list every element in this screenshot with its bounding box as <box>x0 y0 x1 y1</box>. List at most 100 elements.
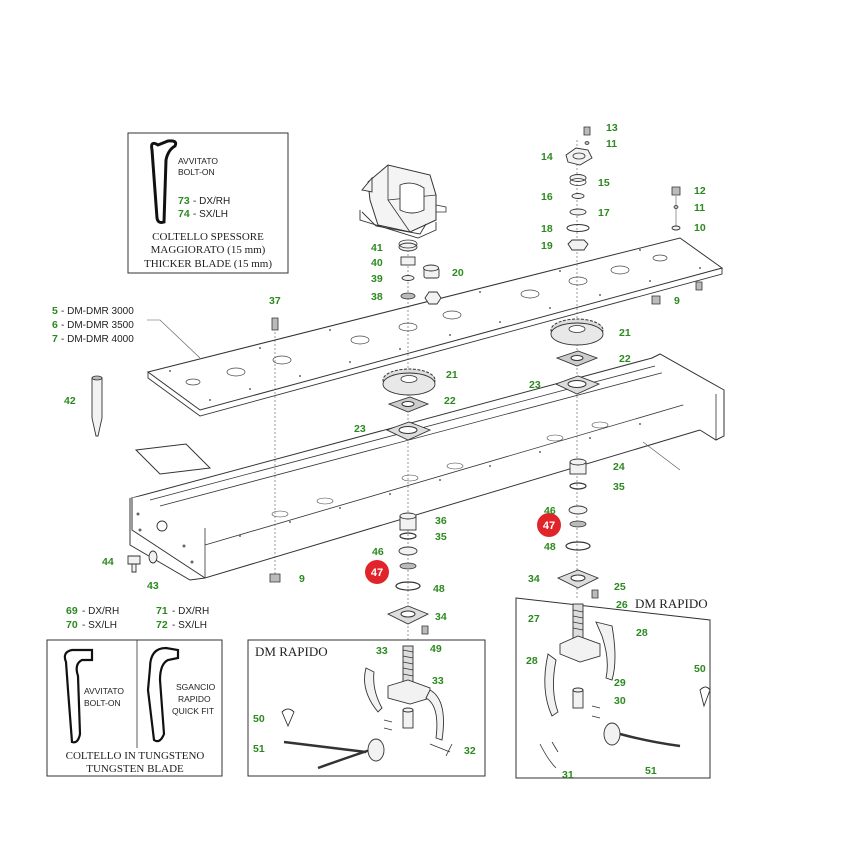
callout-26: 26 <box>616 599 628 611</box>
callout-50-right: 50 <box>694 663 706 675</box>
dm-rapido-left-title: DM RAPIDO <box>255 644 328 659</box>
model-5-text: - DM-DMR 3000 <box>61 306 134 317</box>
callout-48-right: 48 <box>544 541 556 553</box>
dm-rapido-right-box <box>515 597 711 779</box>
tung-code-71: 71 <box>156 605 168 617</box>
callout-34-left: 34 <box>435 611 447 623</box>
callout-44: 44 <box>102 556 114 568</box>
highlight-47-left: 47 <box>365 560 389 584</box>
callout-21-right: 21 <box>619 327 631 339</box>
callout-51-left: 51 <box>253 743 265 755</box>
callout-46-left: 46 <box>372 546 384 558</box>
thick-code-74-text: - SX/LH <box>193 209 228 220</box>
callout-39: 39 <box>371 273 383 285</box>
callout-32: 32 <box>464 745 476 757</box>
callout-29: 29 <box>614 677 626 689</box>
callout-19: 19 <box>541 240 553 252</box>
callout-49: 49 <box>430 643 442 655</box>
tung-code-69: 69 <box>66 605 78 617</box>
right-bearing-stack <box>565 126 703 305</box>
callout-28-left: 28 <box>526 655 538 667</box>
callout-18: 18 <box>541 223 553 235</box>
callout-35-right: 35 <box>613 481 625 493</box>
gearbox <box>359 164 447 239</box>
callout-21-left: 21 <box>446 369 458 381</box>
callout-34-right: 34 <box>528 573 540 585</box>
thick-bolton: BOLT-ON <box>178 167 215 177</box>
callout-12: 12 <box>694 185 706 197</box>
model-6-text: - DM-DMR 3500 <box>61 320 134 331</box>
thicker-blade-box: AVVITATO BOLT-ON 73 - DX/RH 74 - SX/LH C… <box>127 132 289 274</box>
tung-avvitato: AVVITATO <box>84 686 124 696</box>
callout-9-bottom: 9 <box>299 573 305 585</box>
callout-15: 15 <box>598 177 610 189</box>
callout-10: 10 <box>694 222 706 234</box>
highlight-47-right-label: 47 <box>543 520 555 532</box>
callout-23-left: 23 <box>354 423 366 435</box>
callout-20: 20 <box>452 267 464 279</box>
callout-37: 37 <box>269 295 281 307</box>
callout-16: 16 <box>541 191 553 203</box>
callout-14: 14 <box>541 151 553 163</box>
left-lower-stack <box>386 512 430 635</box>
thick-title-2: MAGGIORATO (15 mm) <box>151 244 266 256</box>
model-7-num: 7 <box>52 333 58 345</box>
tung-rapido: RAPIDO <box>178 694 211 704</box>
model-7-text: - DM-DMR 4000 <box>61 334 134 345</box>
highlight-47-left-label: 47 <box>371 567 383 579</box>
callout-numbers: 13 11 14 15 16 17 18 19 12 11 10 9 41 40… <box>64 122 706 781</box>
callout-23-right: 23 <box>529 379 541 391</box>
callout-11-right: 11 <box>694 202 705 214</box>
callout-25: 25 <box>614 581 626 593</box>
callout-30: 30 <box>614 695 626 707</box>
callout-35-left: 35 <box>435 531 447 543</box>
callout-27: 27 <box>528 613 540 625</box>
callout-50-left: 50 <box>253 713 265 725</box>
tung-code-71-text: - DX/RH <box>172 606 209 617</box>
thick-code-73: 73 <box>178 195 190 207</box>
callout-9-top: 9 <box>674 295 680 307</box>
tung-bolton: BOLT-ON <box>84 698 121 708</box>
thick-title-1: COLTELLO SPESSORE <box>152 231 264 243</box>
callout-22-right: 22 <box>619 353 631 365</box>
callout-36: 36 <box>435 515 447 527</box>
callout-31: 31 <box>562 769 574 781</box>
callout-48-left: 48 <box>433 583 445 595</box>
callout-11-top: 11 <box>606 138 617 150</box>
tung-code-70: 70 <box>66 619 78 631</box>
callout-33-right: 33 <box>432 675 444 687</box>
left-gear-assembly <box>382 368 436 441</box>
tung-code-69-text: - DX/RH <box>82 606 119 617</box>
tung-code-70-text: - SX/LH <box>82 620 117 631</box>
callout-24: 24 <box>613 461 625 473</box>
callout-41: 41 <box>371 242 383 254</box>
right-gear-assembly <box>550 318 604 395</box>
dm-rapido-left-box: DM RAPIDO <box>247 639 486 777</box>
tung-title-2: TUNGSTEN BLADE <box>86 763 184 775</box>
callout-33-left: 33 <box>376 645 388 657</box>
misc-parts <box>91 317 281 583</box>
tung-code-72: 72 <box>156 619 168 631</box>
callout-51-right: 51 <box>645 765 657 777</box>
callout-38: 38 <box>371 291 383 303</box>
tung-sgancio: SGANCIO <box>176 682 216 692</box>
tung-title-1: COLTELLO IN TUNGSTENO <box>66 750 205 762</box>
highlight-47-right: 47 <box>537 513 561 537</box>
right-lower-stack <box>556 458 600 599</box>
callout-46-right: 46 <box>544 505 556 517</box>
dm-rapido-right-title: DM RAPIDO <box>635 596 708 611</box>
callout-17: 17 <box>598 207 610 219</box>
callout-22-left: 22 <box>444 395 456 407</box>
tung-quickfit: QUICK FIT <box>172 706 214 716</box>
tungsten-blade-box: AVVITATO BOLT-ON SGANCIO RAPIDO QUICK FI… <box>46 639 223 777</box>
callout-28-right: 28 <box>636 627 648 639</box>
model-5-num: 5 <box>52 305 58 317</box>
thick-code-73-text: - DX/RH <box>193 196 230 207</box>
model-6-num: 6 <box>52 319 58 331</box>
callout-43: 43 <box>147 580 159 592</box>
tung-code-72-text: - SX/LH <box>172 620 207 631</box>
thick-code-74: 74 <box>178 208 190 220</box>
left-bearing-stack <box>398 239 442 305</box>
